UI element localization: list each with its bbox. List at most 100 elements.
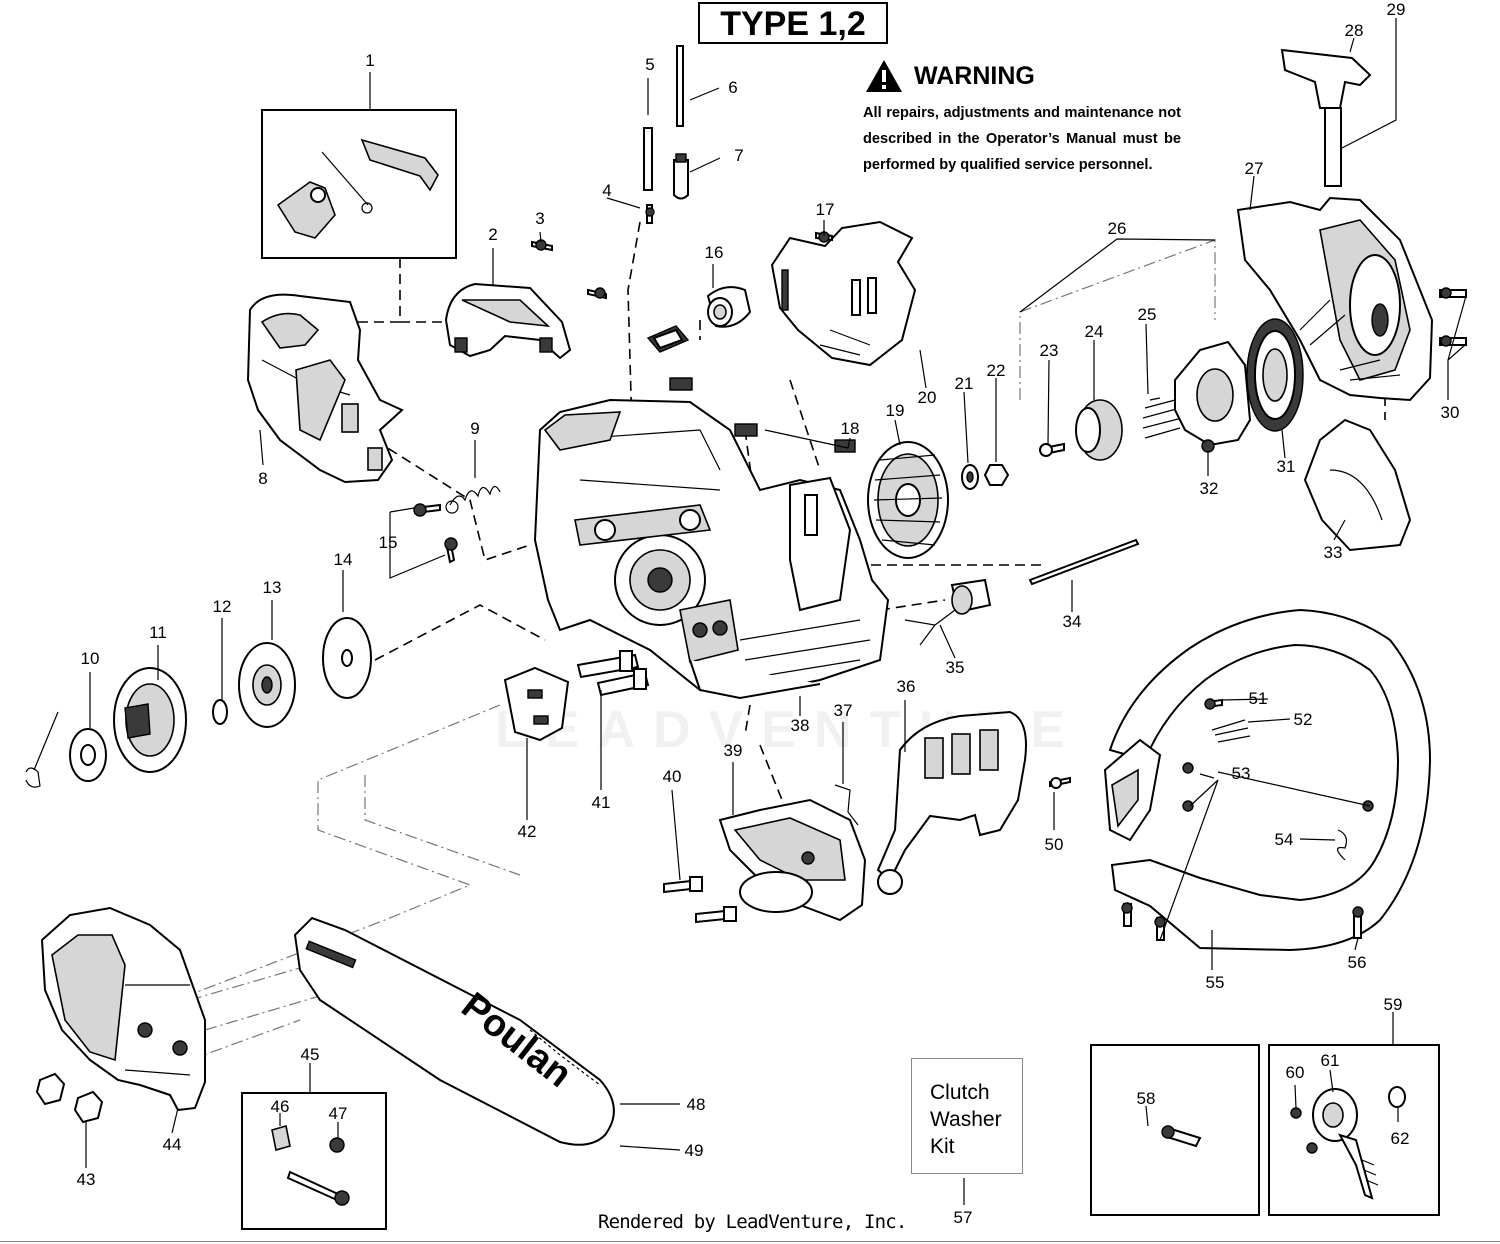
clutch-washer-kit-box: Clutch Washer Kit — [911, 1058, 1023, 1174]
callout-60: 60 — [1286, 1063, 1305, 1082]
part-59-inset — [1268, 1044, 1440, 1216]
callout-12: 12 — [213, 597, 232, 616]
callout-2: 2 — [488, 225, 497, 244]
kit-label-line-3: Kit — [930, 1135, 955, 1158]
callout-54: 54 — [1275, 830, 1294, 849]
callout-52: 52 — [1294, 710, 1313, 729]
callout-49: 49 — [685, 1141, 704, 1160]
warning-header: WARNING — [864, 56, 1035, 96]
callout-19: 19 — [886, 401, 905, 420]
part-38-crankcase — [533, 398, 890, 700]
part-19-flywheel — [867, 441, 949, 559]
part-16-cap — [646, 286, 752, 353]
callout-5: 5 — [645, 55, 654, 74]
part-39-clutch-cover — [663, 798, 867, 924]
part-58-inset — [1090, 1044, 1260, 1216]
callout-45: 45 — [301, 1045, 320, 1064]
callout-43: 43 — [77, 1170, 96, 1189]
callout-26: 26 — [1108, 219, 1127, 238]
part-8-rear-handle — [246, 293, 404, 484]
callout-31: 31 — [1277, 457, 1296, 476]
callout-24: 24 — [1085, 322, 1104, 341]
part-36-front-guard — [876, 710, 1027, 895]
parts-4-to-7 — [643, 45, 689, 224]
part-37-clip — [834, 784, 859, 826]
callout-10: 10 — [81, 649, 100, 668]
callout-22: 22 — [987, 361, 1006, 380]
callout-21: 21 — [955, 374, 974, 393]
clutch-parts-10-14 — [25, 617, 372, 788]
callout-55: 55 — [1206, 973, 1225, 992]
part-42-guide-plate — [503, 650, 650, 742]
callout-27: 27 — [1245, 159, 1264, 178]
callout-7: 7 — [734, 146, 743, 165]
screws-small — [413, 239, 607, 564]
part-27-starter-housing — [1236, 196, 1467, 402]
callout-48: 48 — [687, 1095, 706, 1114]
callout-39: 39 — [724, 741, 743, 760]
part-44-chain-cover — [35, 906, 206, 1124]
warning-text: All repairs, adjustments and maintenance… — [863, 105, 1181, 173]
callout-15: 15 — [379, 533, 398, 552]
kit-label-line-1: Clutch — [930, 1081, 990, 1104]
warning-triangle-icon — [866, 60, 902, 92]
callout-11: 11 — [149, 623, 167, 642]
callout-30: 30 — [1441, 403, 1460, 422]
kit-label-line-2: Washer — [930, 1108, 1002, 1131]
part-28-starter-grip — [1280, 48, 1372, 187]
callout-58: 58 — [1137, 1089, 1156, 1108]
callout-61: 61 — [1321, 1051, 1340, 1070]
callout-46: 46 — [271, 1097, 290, 1116]
callout-18: 18 — [841, 419, 860, 438]
callout-9: 9 — [470, 419, 479, 438]
callout-35: 35 — [946, 658, 965, 677]
callout-51: 51 — [1249, 689, 1268, 708]
warning-title: WARNING — [914, 61, 1035, 90]
callout-17: 17 — [816, 200, 835, 219]
callout-32: 32 — [1200, 479, 1219, 498]
callout-56: 56 — [1348, 953, 1367, 972]
starter-pulley-23-26 — [1039, 340, 1252, 461]
callout-47: 47 — [329, 1104, 348, 1123]
grommets — [669, 377, 856, 453]
callout-16: 16 — [705, 243, 724, 262]
part-1-inset — [261, 109, 457, 259]
leader-lines — [33, 18, 1467, 1205]
callout-62: 62 — [1391, 1129, 1410, 1148]
callout-29: 29 — [1387, 0, 1406, 19]
rendered-by-footer: Rendered by LeadVenture, Inc. — [598, 1211, 907, 1233]
callout-38: 38 — [791, 716, 810, 735]
callout-34: 34 — [1063, 612, 1082, 631]
callout-13: 13 — [263, 578, 282, 597]
callout-28: 28 — [1345, 21, 1364, 40]
callout-25: 25 — [1138, 305, 1157, 324]
callout-1: 1 — [365, 51, 374, 70]
callout-40: 40 — [663, 767, 682, 786]
callout-42: 42 — [518, 822, 537, 841]
callout-8: 8 — [258, 469, 267, 488]
part-20-heat-shield — [770, 220, 917, 367]
callout-41: 41 — [592, 793, 611, 812]
part-45-inset — [241, 1092, 387, 1230]
callout-53: 53 — [1232, 764, 1251, 783]
callout-3: 3 — [535, 209, 544, 228]
callout-14: 14 — [334, 550, 353, 569]
type-label: TYPE 1,2 — [698, 2, 888, 44]
callout-57: 57 — [954, 1208, 973, 1227]
callout-37: 37 — [834, 701, 853, 720]
callout-4: 4 — [602, 181, 611, 200]
part-9-spring — [445, 485, 501, 514]
footer-divider — [0, 1241, 1500, 1242]
callout-36: 36 — [897, 677, 916, 696]
part-34-rod — [1028, 538, 1140, 586]
callout-33: 33 — [1324, 543, 1343, 562]
part-35-filter — [904, 578, 992, 646]
callout-6: 6 — [728, 78, 737, 97]
part-33-cover — [1303, 418, 1412, 552]
part-2-handle-cover — [444, 282, 572, 360]
part-55-front-handle — [1049, 608, 1432, 952]
callout-numbers: 1 2 3 4 5 6 7 8 9 10 11 12 13 14 15 16 1… — [77, 0, 1460, 1227]
callout-20: 20 — [918, 388, 937, 407]
washer-nut-21-22 — [961, 464, 1010, 490]
